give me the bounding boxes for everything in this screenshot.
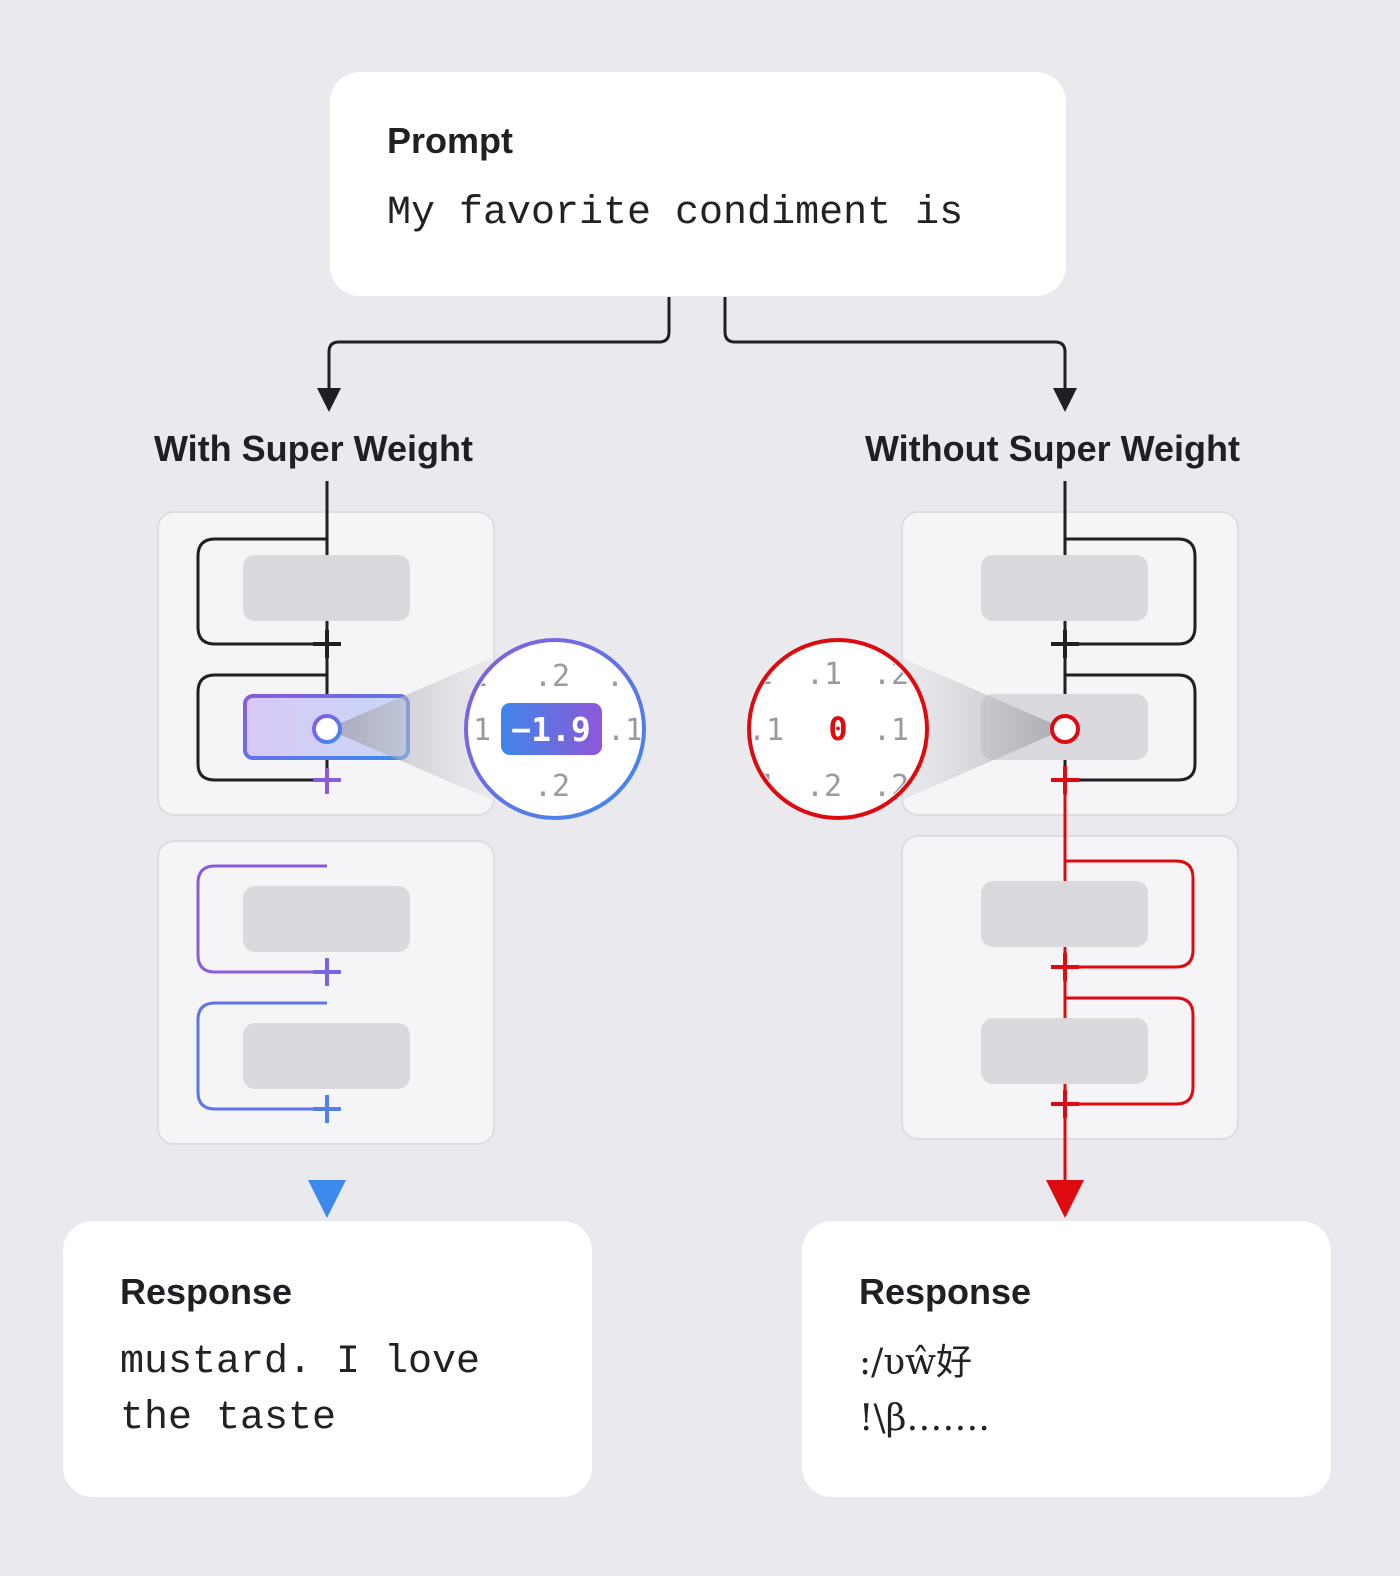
response-line: mustard. I love: [120, 1340, 481, 1385]
layer-block: [243, 1023, 410, 1089]
residual-stream-right-bottom: [1063, 790, 1195, 1185]
super-weight-badge: [501, 703, 602, 755]
weight-value: .2: [806, 769, 842, 804]
add-icon: [313, 1095, 341, 1123]
zoom-cone: [902, 658, 1065, 800]
weight-zoom-lens-left: .2 2 . 1 .1 1 .2 −1.9: [464, 638, 646, 820]
skip-connection: [196, 1001, 327, 1111]
weight-value: .1: [806, 657, 842, 692]
arrow-down-icon: [1046, 1180, 1084, 1218]
weight-value: .2: [534, 769, 570, 804]
zoom-cone: [327, 658, 492, 800]
response-line: the taste: [120, 1396, 337, 1441]
super-weight-marker: [312, 714, 342, 744]
layer-block: [243, 555, 410, 621]
add-icon: [313, 768, 341, 794]
layer-block: [981, 555, 1148, 621]
zeroed-weight-value: 0: [828, 710, 847, 748]
weight-value: .1: [873, 713, 909, 748]
zeroed-weight-marker: [1050, 714, 1080, 744]
arrow-down-icon: [317, 388, 341, 412]
add-icon: [313, 630, 341, 658]
response-card-with: Response mustard. I love the taste: [63, 1221, 592, 1497]
skip-connection: [196, 864, 327, 974]
add-icon: [313, 958, 341, 986]
add-icon: [1051, 766, 1079, 1118]
super-weight-value: −1.9: [511, 710, 590, 749]
arrow-down-icon: [308, 1180, 346, 1218]
response-line: :/υŵ好: [859, 1342, 972, 1383]
with-super-weight-label: With Super Weight: [154, 428, 473, 469]
layer-block: [981, 881, 1148, 947]
response-line: !\β…….: [859, 1398, 990, 1439]
prompt-title: Prompt: [387, 120, 513, 161]
weight-value: 1: [473, 713, 491, 748]
response-title: Response: [120, 1271, 293, 1312]
add-icon: [1051, 630, 1079, 658]
prompt-split-connector: [327, 297, 1067, 392]
weight-value: .2: [534, 659, 570, 694]
weight-value: .1: [748, 713, 784, 748]
weight-value: .1: [607, 713, 643, 748]
prompt-card: Prompt My favorite condiment is: [330, 72, 1066, 296]
weight-zoom-lens-right: 2 .1 .2 .1 .1 1 .2 .2 0: [747, 638, 929, 820]
prompt-text: My favorite condiment is: [387, 191, 964, 236]
without-super-weight-label: Without Super Weight: [865, 428, 1240, 469]
arrow-down-icon: [1053, 388, 1077, 412]
response-title: Response: [859, 1271, 1032, 1312]
response-card-without: Response :/υŵ好 !\β…….: [802, 1221, 1331, 1497]
layer-block: [243, 886, 410, 952]
layer-block: [981, 1018, 1148, 1084]
